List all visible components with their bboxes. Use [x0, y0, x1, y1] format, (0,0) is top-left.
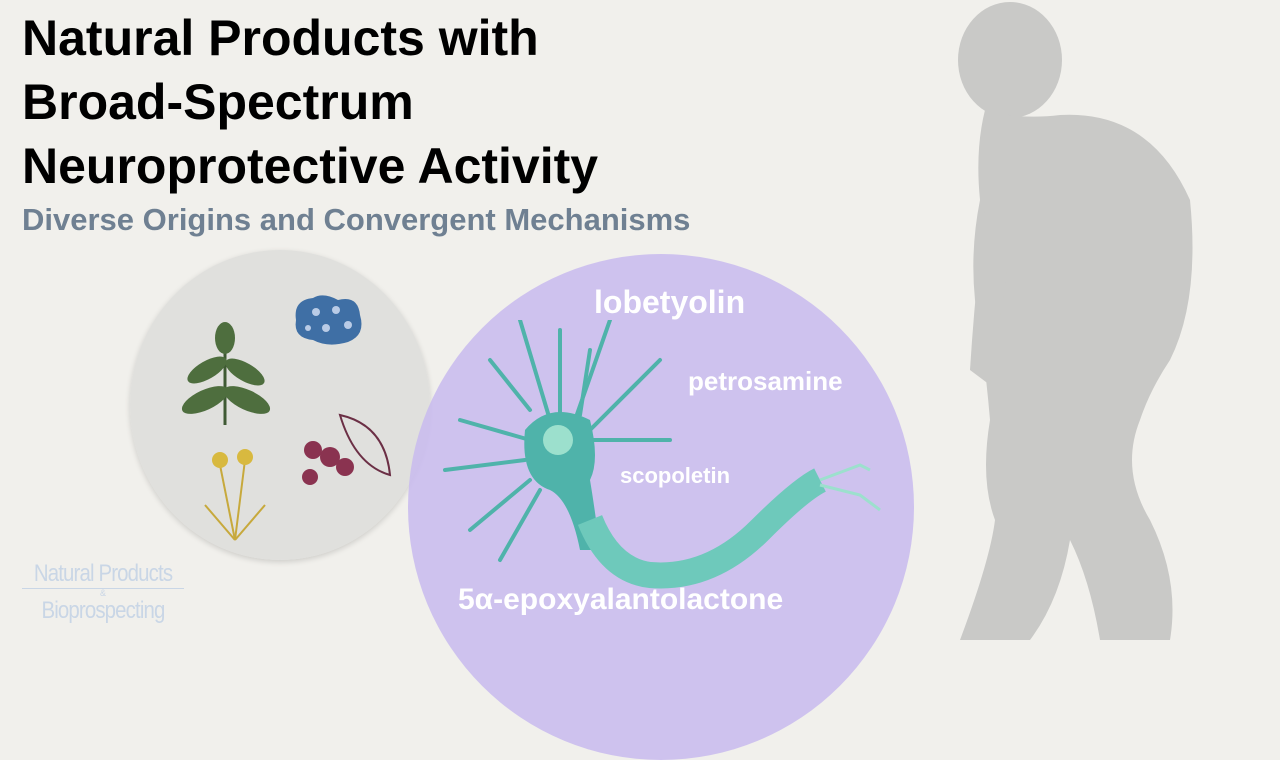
journal-logo: Natural Products & Bioprospecting: [18, 560, 188, 625]
subtitle: Diverse Origins and Convergent Mechanism…: [22, 202, 691, 237]
person-silhouette: [958, 2, 1193, 640]
title-line: Natural Products with: [22, 10, 539, 66]
compound-label: 5α-epoxyalantolactone: [458, 583, 784, 616]
plant-icon: [181, 322, 271, 425]
neuron-icon: [443, 320, 881, 589]
berry-plant-icon: [302, 413, 392, 485]
sponge-icon: [295, 295, 362, 345]
page-title: Natural Products with Broad-Spectrum Neu…: [22, 6, 598, 198]
dandelion-icon: [204, 449, 266, 541]
sources-circle: [130, 250, 430, 560]
title-line: Neuroprotective Activity: [22, 138, 599, 194]
logo-line: Bioprospecting: [41, 597, 165, 624]
compound-label: petrosamine: [688, 366, 843, 396]
logo-amp: &: [22, 588, 184, 598]
compound-label: lobetyolin: [594, 284, 746, 320]
logo-line: Natural Products: [33, 560, 173, 587]
title-line: Broad-Spectrum: [22, 74, 414, 130]
compound-label: scopoletin: [620, 463, 731, 488]
